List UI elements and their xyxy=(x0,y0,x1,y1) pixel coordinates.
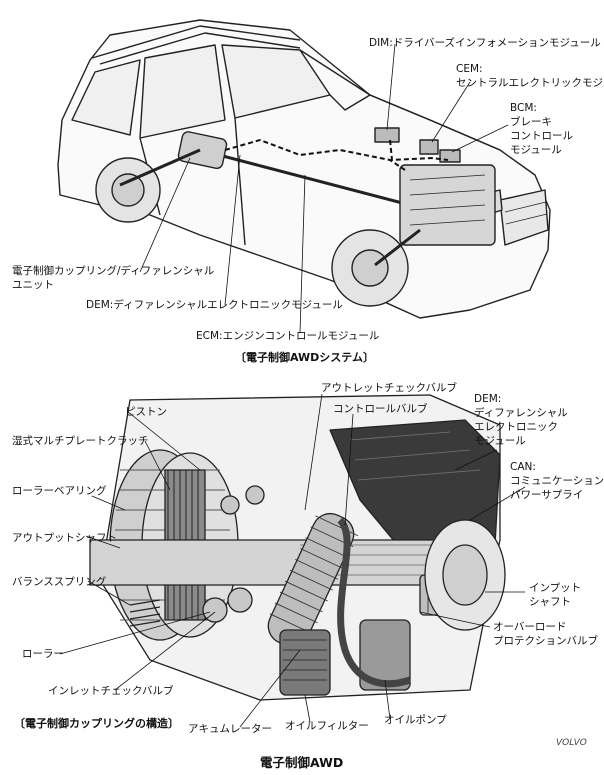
caption-awd-system: 〔電子制御AWDシステム〕 xyxy=(235,351,374,364)
label-ecm: ECM:エンジンコントロールモジュール xyxy=(196,330,380,342)
label-balance-spring: バランススプリング xyxy=(12,576,107,588)
label-bcm: BCM: ブレーキ コントロール モジュール xyxy=(510,102,573,156)
label-roller-bearing: ローラーベアリング xyxy=(12,485,107,497)
label-oil-filter: オイルフィルター xyxy=(285,720,369,732)
can-bus-wiring xyxy=(224,138,449,171)
label-dem-bottom: DEM: ディファレンシャル エレクトロニック モジュール xyxy=(474,393,568,447)
label-overload-valve: オーバーロード プロテクションバルブ xyxy=(493,621,598,647)
label-coupling-unit: 電子制御カップリング/ディファレンシャル ユニット xyxy=(12,265,215,291)
label-control-valve: コントロールバルブ xyxy=(333,403,428,415)
label-roller: ローラー xyxy=(22,648,64,660)
label-accumulator: アキュムレーター xyxy=(188,723,272,735)
label-piston: ピストン xyxy=(125,406,167,418)
label-wet-clutch: 湿式マルチプレートクラッチ xyxy=(12,435,149,447)
label-can: CAN: コミュニケーション& パワーサプライ xyxy=(510,461,604,501)
credit-volvo: VOLVO xyxy=(556,738,587,748)
label-dem-top: DEM:ディファレンシャルエレクトロニックモジュール xyxy=(86,299,343,311)
label-cem-body: セントラルエレクトリックモジュール xyxy=(456,77,604,89)
label-inlet-check-valve: インレットチェックバルブ xyxy=(48,685,174,697)
coupling-illustration xyxy=(89,394,506,701)
figure-title: 電子制御AWD xyxy=(260,755,344,770)
car-illustration xyxy=(57,19,551,319)
label-input-shaft: インプット シャフト xyxy=(529,582,582,608)
bottom-leader-lines xyxy=(59,393,526,728)
top-leader-lines xyxy=(139,43,509,334)
label-oil-pump: オイルポンプ xyxy=(384,714,447,726)
label-output-shaft: アウトプットシャフト xyxy=(12,532,117,544)
caption-coupling-structure: 〔電子制御カップリングの構造〕 xyxy=(14,717,179,730)
label-cem-title: CEM: xyxy=(456,63,483,75)
label-dim: DIM:ドライバーズインフォメーションモジュール xyxy=(369,37,601,49)
label-outlet-check-valve: アウトレットチェックバルブ xyxy=(321,382,457,394)
